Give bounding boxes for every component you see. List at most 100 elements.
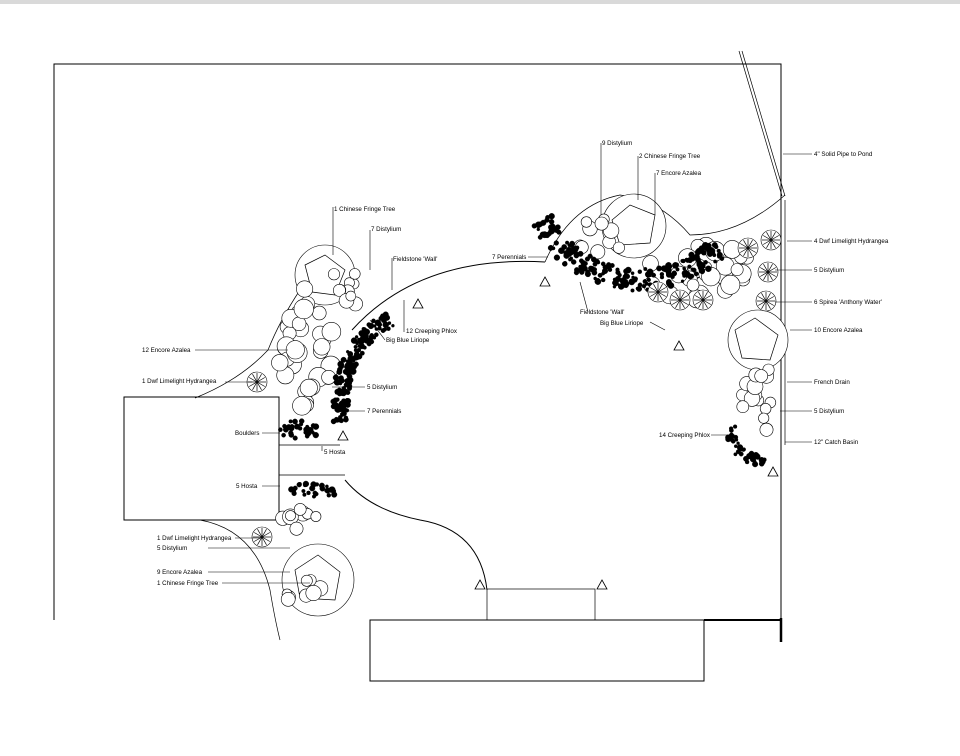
groundcover-dot <box>278 427 283 433</box>
groundcover-dot <box>568 257 572 262</box>
groundcover-dot <box>741 447 746 452</box>
shrub-symbol <box>612 241 625 254</box>
shrub-symbol <box>345 290 357 302</box>
label-creeping-phlox-w: 12 Creeping Phlox <box>406 328 458 335</box>
spiky-shrub-symbol <box>647 281 669 303</box>
hydrangea-symbols <box>246 229 782 548</box>
groundcover-dot <box>732 424 738 429</box>
shrub-symbol <box>289 521 304 536</box>
shrub-symbol <box>321 322 342 342</box>
groundcover-dot <box>548 224 555 231</box>
shrub-symbol <box>305 584 322 601</box>
spiky-shrub-symbol <box>755 290 777 312</box>
groundcover-dot <box>346 378 353 385</box>
groundcover-dot <box>680 279 685 283</box>
groundcover-dot <box>729 428 734 433</box>
groundcover-dot <box>612 285 617 289</box>
groundcover-dot <box>725 434 731 441</box>
label-chinese-fringe-tree-e: 2 Chinese Fringe Tree <box>639 153 701 160</box>
groundcover-dot <box>644 281 649 286</box>
groundcover-dot <box>382 327 387 332</box>
groundcover-dot <box>288 419 293 424</box>
label-hosta-upper: 5 Hosta <box>324 449 346 456</box>
groundcover-dot <box>601 277 606 283</box>
groundcover-dot <box>752 452 759 459</box>
groundcover-dot <box>544 217 550 223</box>
groundcover-dot <box>602 268 609 275</box>
label-distylium-e: 9 Distylium <box>602 140 632 147</box>
label-french-drain: French Drain <box>814 379 850 386</box>
groundcover-dot <box>332 401 338 408</box>
groundcover-dot <box>340 356 347 363</box>
groundcover-dot <box>681 258 686 264</box>
groundcover-dot <box>699 269 705 275</box>
groundcover-dot <box>643 267 648 272</box>
groundcover-dot <box>540 219 547 226</box>
groundcover-dot <box>361 326 366 331</box>
shrub-symbol <box>758 412 770 424</box>
groundcover-dot <box>350 337 358 344</box>
groundcover-dot <box>730 438 736 444</box>
groundcover-dot <box>672 262 679 269</box>
groundcover-dot <box>343 416 349 423</box>
groundcover-dot <box>672 270 677 275</box>
spot-marker-triangle <box>474 579 486 590</box>
label-hydrangea-sw: 1 Dwf Limelight Hydrangea <box>157 535 232 542</box>
groundcover-dot <box>630 288 635 293</box>
groundcover-dot <box>687 273 694 280</box>
groundcover-dot <box>563 252 570 259</box>
groundcover-dot <box>555 224 561 230</box>
groundcover-dot <box>719 256 725 261</box>
groundcover-dot <box>579 258 584 264</box>
groundcover-dot <box>312 432 319 439</box>
plant-labels: 1 Chinese Fringe Tree 7 Distylium Fields… <box>142 140 889 587</box>
groundcover-dot <box>561 244 568 250</box>
label-chinese-fringe-tree-w: 1 Chinese Fringe Tree <box>334 206 396 213</box>
label-encore-azalea-sw: 9 Encore Azalea <box>157 569 203 576</box>
groundcover-dot <box>352 354 359 361</box>
groundcover-dot <box>305 426 310 431</box>
label-spirea: 6 Spirea 'Anthony Water' <box>814 299 882 306</box>
groundcover-dot <box>356 347 362 353</box>
groundcover-dot <box>324 487 331 494</box>
groundcover-dot <box>584 256 590 262</box>
groundcover-dot <box>294 423 301 430</box>
groundcover-dot <box>711 242 718 248</box>
groundcover-dot <box>570 247 577 254</box>
groundcover-dot <box>330 418 337 425</box>
groundcover-dot <box>747 452 754 460</box>
groundcover-dot <box>703 259 708 265</box>
groundcover-dot <box>711 251 716 256</box>
groundcover-dot <box>694 249 702 256</box>
groundcover-dot <box>693 271 699 277</box>
groundcover-dot <box>705 265 712 272</box>
groundcover-dot <box>631 275 635 279</box>
spot-marker-triangle <box>539 276 551 287</box>
shrub-symbol <box>686 278 700 292</box>
groundcover-dot <box>354 335 359 339</box>
groundcover-dot <box>666 264 672 270</box>
spiky-shrub-symbol <box>251 526 273 548</box>
groundcover-dot <box>292 418 298 425</box>
groundcover-dot <box>565 240 570 245</box>
shrub-symbol <box>730 263 744 276</box>
groundcover-dot <box>666 271 673 278</box>
shrub-symbol <box>313 338 331 356</box>
groundcover-dot <box>744 459 750 465</box>
shrub-symbol <box>590 244 606 260</box>
groundcover-dot <box>391 324 395 328</box>
groundcover-dot <box>344 362 351 369</box>
groundcover-dot <box>734 444 738 449</box>
label-solid-pipe: 4" Solid Pipe to Pond <box>814 151 873 158</box>
spot-marker-triangle <box>767 466 779 477</box>
label-distylium-sw: 5 Distylium <box>157 545 187 552</box>
lawn-edge-south <box>344 479 488 591</box>
shrub-symbol <box>759 422 774 437</box>
shrub-symbol <box>271 354 289 372</box>
groundcover-dot <box>296 482 302 488</box>
groundcover-dot <box>571 259 577 265</box>
groundcover-dot <box>531 223 537 229</box>
leader-lines <box>195 143 812 584</box>
label-distylium-w2: 5 Distylium <box>367 384 397 391</box>
groundcover-dot <box>641 284 647 289</box>
